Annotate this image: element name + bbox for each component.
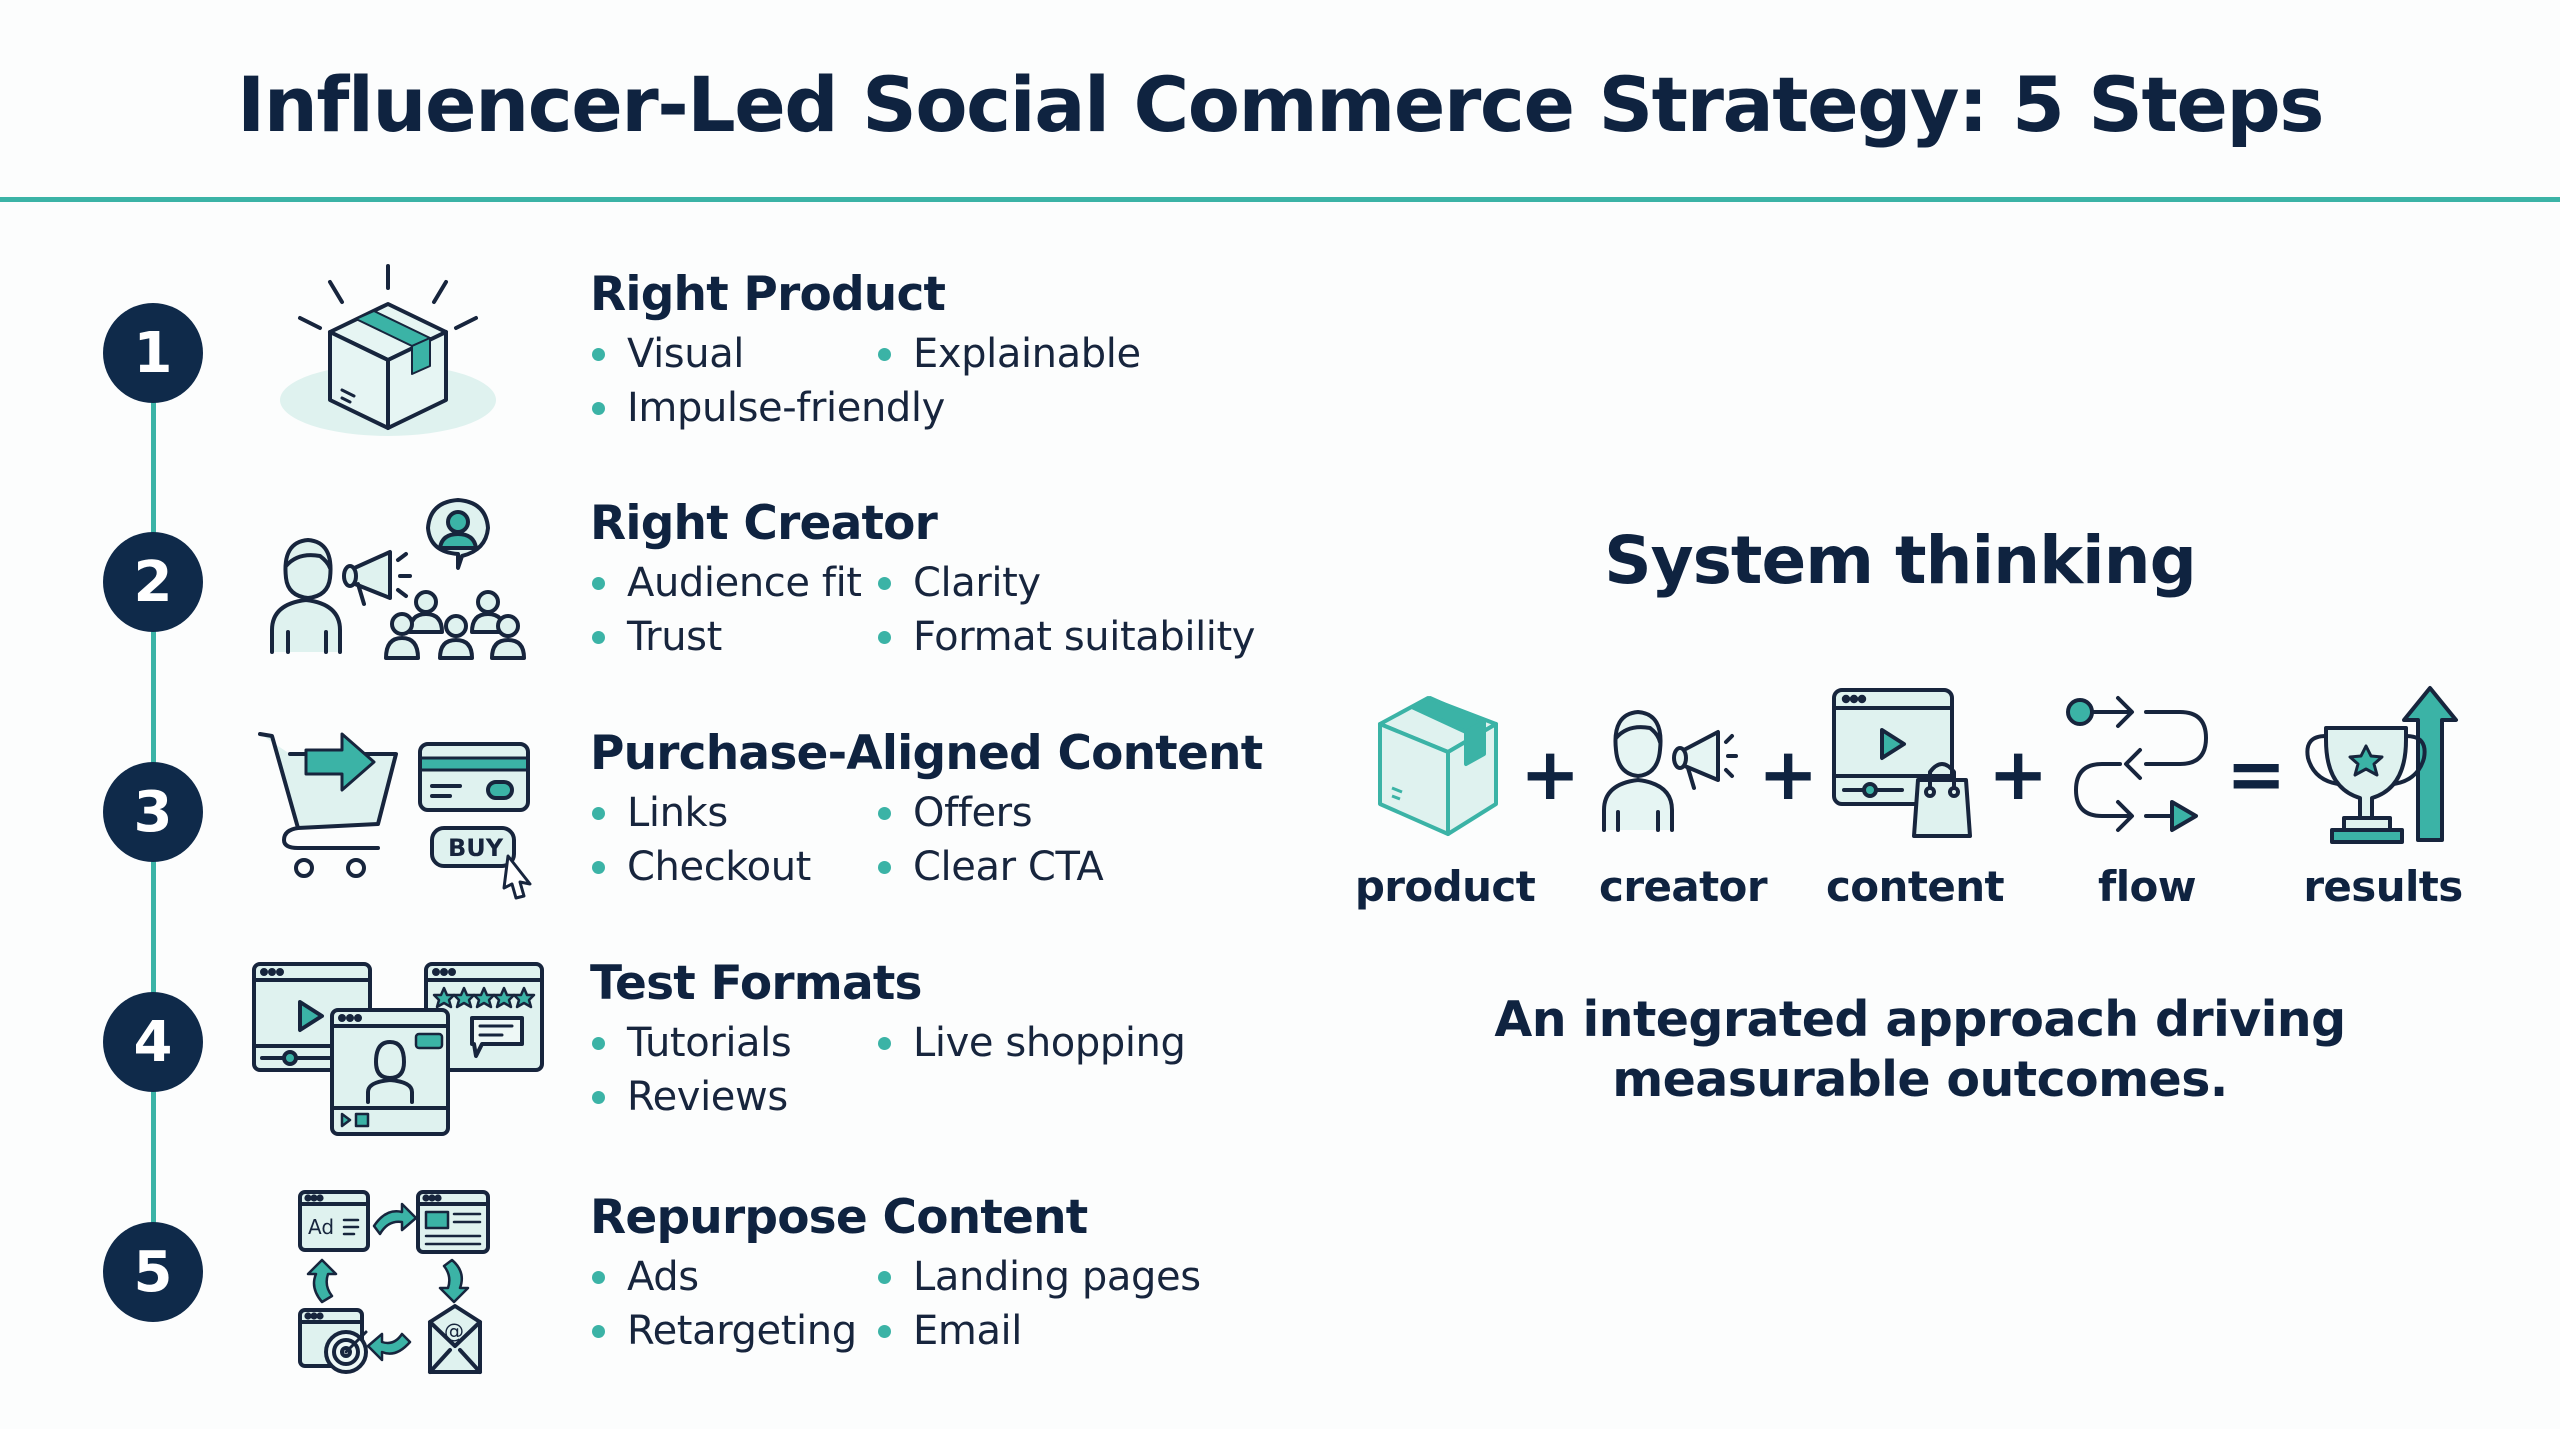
bullet-item: Audience fit xyxy=(592,560,878,606)
bullet-dot-icon xyxy=(592,1036,605,1050)
shining-box-icon xyxy=(250,258,550,448)
creator-megaphone-icon xyxy=(1602,710,1738,832)
bullet-dot-icon xyxy=(878,1036,891,1050)
bullet-item: Format suitability xyxy=(878,614,1348,660)
bullet-item: Landing pages xyxy=(878,1254,1348,1300)
step-1: 1 Right Product Visual Explainable Impul… xyxy=(0,243,1300,463)
bullet-item: Tutorials xyxy=(592,1020,878,1066)
bullet-dot-icon xyxy=(878,347,891,361)
tagline-line-2: measurable outcomes. xyxy=(1612,1051,2228,1108)
bullet-item: Retargeting xyxy=(592,1308,878,1354)
svg-text:@: @ xyxy=(444,1319,464,1343)
step-bullets: Audience fit Clarity Trust Format suitab… xyxy=(592,560,1352,660)
header-divider xyxy=(0,197,2560,202)
bullet-item: Offers xyxy=(878,790,1348,836)
bullet-item: Links xyxy=(592,790,878,836)
bullet-dot-icon xyxy=(592,1270,605,1284)
bullet-dot-icon xyxy=(592,347,605,361)
system-item-flow: flow xyxy=(2062,680,2232,920)
bullet-item: Clear CTA xyxy=(878,844,1348,890)
system-item-label: product xyxy=(1354,862,1536,911)
step-bullets: Links Offers Checkout Clear CTA xyxy=(592,790,1352,890)
bullet-item: Reviews xyxy=(592,1074,878,1120)
plus-operator: + xyxy=(1988,732,2049,816)
step-4: 4 xyxy=(0,932,1300,1152)
step-number-badge: 2 xyxy=(103,532,203,632)
step-title: Repurpose Content xyxy=(590,1190,1088,1245)
system-tagline: An integrated approach driving measurabl… xyxy=(1480,990,2360,1110)
bullet-item: Trust xyxy=(592,614,878,660)
page-title: Influencer-Led Social Commerce Strategy:… xyxy=(236,60,2325,149)
step-title: Right Creator xyxy=(590,496,938,551)
video-shopping-bag-icon xyxy=(1832,688,1972,838)
repurpose-cycle-icon: Ad @ xyxy=(270,1182,510,1382)
system-item-label: content xyxy=(1826,862,2005,911)
ad-label: Ad xyxy=(308,1215,334,1239)
step-5: 5 Ad @ xyxy=(0,1162,1300,1382)
cart-card-buy-icon: BUY xyxy=(250,724,550,914)
step-bullets: Tutorials Live shopping Reviews xyxy=(592,1020,1352,1120)
system-item-product: product xyxy=(1355,680,1536,920)
bullet-dot-icon xyxy=(592,860,605,874)
plus-operator: + xyxy=(1758,732,1819,816)
bullet-dot-icon xyxy=(592,1324,605,1338)
system-item-label: flow xyxy=(2098,862,2197,911)
box-icon xyxy=(1378,696,1498,836)
system-item-creator: creator xyxy=(1598,680,1768,920)
step-number-badge: 1 xyxy=(103,303,203,403)
system-equation: product + creator + xyxy=(1340,680,2480,920)
buy-label: BUY xyxy=(448,834,504,862)
step-bullets: Ads Landing pages Retargeting Email xyxy=(592,1254,1352,1354)
plus-operator: + xyxy=(1520,732,1581,816)
bullet-item: Checkout xyxy=(592,844,878,890)
bullet-item: Email xyxy=(878,1308,1348,1354)
bullet-dot-icon xyxy=(592,630,605,644)
bullet-item: Impulse-friendly xyxy=(592,385,945,431)
step-title: Purchase-Aligned Content xyxy=(590,726,1263,781)
step-title: Test Formats xyxy=(590,956,923,1011)
step-number-badge: 5 xyxy=(103,1222,203,1322)
bullet-dot-icon xyxy=(878,576,891,590)
bullet-dot-icon xyxy=(592,401,605,415)
bullet-dot-icon xyxy=(878,860,891,874)
flow-arrows-icon xyxy=(2066,696,2208,832)
bullet-dot-icon xyxy=(878,806,891,820)
bullet-item: Visual xyxy=(592,331,878,377)
step-2: 2 Right Creator Au xyxy=(0,472,1300,692)
trophy-arrow-icon xyxy=(2305,686,2458,844)
system-item-results: results xyxy=(2298,680,2468,920)
video-review-live-windows-icon xyxy=(250,960,550,1150)
system-item-content: content xyxy=(1826,680,2005,920)
creator-megaphone-audience-icon xyxy=(250,492,550,682)
step-title: Right Product xyxy=(590,267,946,322)
bullet-item: Explainable xyxy=(878,331,1348,377)
step-number-badge: 3 xyxy=(103,762,203,862)
bullet-dot-icon xyxy=(592,1090,605,1104)
equals-operator: = xyxy=(2226,732,2287,816)
bullet-item: Live shopping xyxy=(878,1020,1348,1066)
live-badge-icon xyxy=(414,1032,444,1050)
bullet-dot-icon xyxy=(878,630,891,644)
system-thinking-title: System thinking xyxy=(1604,522,2197,599)
bullet-dot-icon xyxy=(878,1270,891,1284)
step-bullets: Visual Explainable Impulse-friendly xyxy=(592,331,1352,431)
bullet-item: Ads xyxy=(592,1254,878,1300)
bullet-item: Clarity xyxy=(878,560,1348,606)
step-number-badge: 4 xyxy=(103,992,203,1092)
bullet-dot-icon xyxy=(878,1324,891,1338)
system-item-label: creator xyxy=(1599,862,1767,911)
step-3: 3 BUY Purchase-Aligned Content Links Off… xyxy=(0,702,1300,922)
bullet-dot-icon xyxy=(592,576,605,590)
system-item-label: results xyxy=(2303,862,2463,911)
bullet-dot-icon xyxy=(592,806,605,820)
tagline-line-1: An integrated approach driving xyxy=(1494,991,2346,1048)
